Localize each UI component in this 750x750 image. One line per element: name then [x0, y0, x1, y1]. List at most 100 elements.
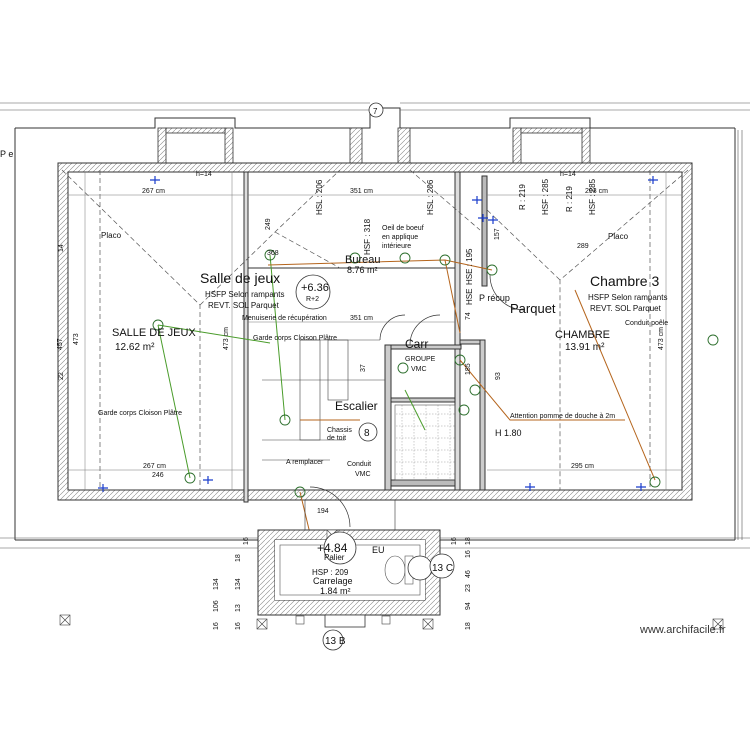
note-placo-right: Placo	[608, 232, 629, 241]
vlabel-r-219-b: R : 219	[565, 186, 574, 212]
bdim-12: 18	[465, 622, 472, 630]
dim-473a: 473	[73, 333, 80, 345]
bdim-1: 106	[213, 600, 220, 612]
watermark: www.archifacile.fr	[640, 624, 726, 636]
bdim-2: 16	[213, 622, 220, 630]
level-main: +6.36	[301, 282, 329, 294]
dim-194: 194	[317, 508, 329, 515]
note-conduit-vmc-2: VMC	[355, 471, 371, 478]
bdim-0: 134	[213, 578, 220, 590]
note-h14-b: h=14	[560, 171, 576, 178]
level-palier: +4.84	[317, 541, 348, 555]
dim-293: 293 cm	[585, 188, 608, 195]
note-carr: Carr	[405, 337, 428, 351]
note-h14-a: h=14	[196, 171, 212, 178]
dim-351b: 351 cm	[350, 315, 373, 322]
dim-457: 457	[57, 338, 64, 350]
blue-markers	[98, 176, 658, 492]
note-left-edge: P e	[0, 149, 13, 159]
note-p-recup: P récup	[479, 293, 510, 303]
stair-number: 8	[364, 428, 370, 439]
note-h180: H 1.80	[495, 428, 522, 438]
note-chassis-1: Chassis	[327, 427, 352, 434]
dim-246: 246	[152, 472, 164, 479]
shower-tile	[394, 404, 456, 481]
dim-289: 289	[577, 243, 589, 250]
room-chambre-sub2: REVT. SOL Parquet	[590, 304, 662, 313]
room-carrelage: Carrelage	[313, 576, 353, 586]
dimension-lines	[68, 172, 682, 490]
doors	[309, 274, 526, 528]
note-chassis-2: de toit	[327, 435, 346, 442]
dim-473b: 473 cm	[223, 327, 230, 350]
section-7: 7	[373, 107, 378, 116]
dim-473c: 473 cm	[658, 327, 665, 350]
vlabel-hsf-285-b: HSF : 285	[588, 178, 597, 215]
dim-267b: 267 cm	[143, 463, 166, 470]
vlabel-hse: HSE	[465, 289, 474, 305]
room-salle-sub2: REVT. SOL Parquet	[208, 301, 280, 310]
note-groupe-vmc-2: VMC	[411, 366, 427, 373]
partitions	[243, 171, 488, 503]
room-chambre-sub1: HSFP Selon rampants	[588, 293, 667, 302]
stair	[262, 339, 385, 461]
outer-lines	[0, 102, 750, 549]
bdim-4: 134	[235, 578, 242, 590]
bdim-5: 13	[235, 604, 242, 612]
dim-351a: 351 cm	[350, 188, 373, 195]
level-markers	[295, 102, 455, 651]
note-groupe-vmc-1: GROUPE	[405, 356, 436, 363]
vlabel-hsl-1: HSL : 206	[315, 179, 324, 215]
vlabel-hsf-285-a: HSF : 285	[541, 178, 550, 215]
dim-157: 157	[494, 228, 501, 240]
dim-368: 368	[267, 250, 279, 257]
bdim-14: 16	[451, 537, 458, 545]
wiring-green	[157, 254, 426, 479]
dim-37: 37	[360, 364, 367, 372]
dim-249: 249	[265, 218, 272, 230]
note-conduit-poele: Conduit poêle	[625, 320, 668, 327]
hsp-label: HSP : 209	[312, 568, 349, 577]
note-oeil-2: en applique	[382, 234, 418, 241]
room-salle-sub1: HSFP Selon rampants	[205, 290, 284, 299]
room-escalier: Escalier	[335, 399, 378, 413]
dim-267a: 267 cm	[142, 188, 165, 195]
note-parquet: Parquet	[510, 301, 556, 316]
room-salle-area: 12.62 m²	[115, 342, 155, 353]
room-bureau-name: Bureau	[345, 254, 380, 266]
note-a-remplacer: A remplacer	[286, 459, 324, 466]
dim-14: 14	[58, 244, 65, 252]
note-oeil-3: intérieure	[382, 243, 411, 250]
roof-outline	[14, 107, 736, 541]
bdim-7: 18	[465, 537, 472, 545]
vlabel-r-219-a: R : 219	[518, 184, 527, 210]
dim-22: 22	[58, 372, 65, 380]
dim-295: 295 cm	[571, 463, 594, 470]
room-chambre-area: 13.91 m²	[565, 342, 605, 353]
bdim-6: 16	[235, 622, 242, 630]
room-eu-area: 1.84 m²	[320, 586, 351, 596]
bdim-13: 16	[243, 537, 250, 545]
note-douche: Attention pomme de douche à 2m	[510, 413, 615, 420]
bottom-dims: 134 106 16 18 134 13 16 18 16 46 23 94 1…	[213, 537, 472, 630]
section-13b: 13 B	[325, 636, 346, 647]
bdim-11: 94	[465, 602, 472, 610]
dormer-right	[512, 127, 591, 164]
bdim-8: 16	[465, 550, 472, 558]
bdim-3: 18	[235, 554, 242, 562]
level-main-sub: R+2	[306, 296, 319, 303]
note-conduit-vmc-1: Conduit	[347, 461, 371, 468]
vlabel-hsl-2: HSL : 206	[426, 179, 435, 215]
dormer-center	[349, 127, 411, 164]
vlabel-hse-195: HSE : 195	[465, 248, 474, 285]
room-chambre-label: CHAMBRE	[555, 329, 610, 341]
room-salle-label: SALLE DE JEUX	[112, 327, 196, 339]
room-bureau-area: 8.76 m²	[347, 265, 378, 275]
note-menuiserie: Menuiserie de récupération	[242, 315, 327, 322]
room-chambre-name: Chambre 3	[590, 273, 659, 289]
dim-74: 74	[465, 312, 472, 320]
dim-185: 185	[465, 363, 472, 375]
section-13c: 13 C	[432, 563, 453, 574]
room-eu: EU	[372, 545, 385, 555]
